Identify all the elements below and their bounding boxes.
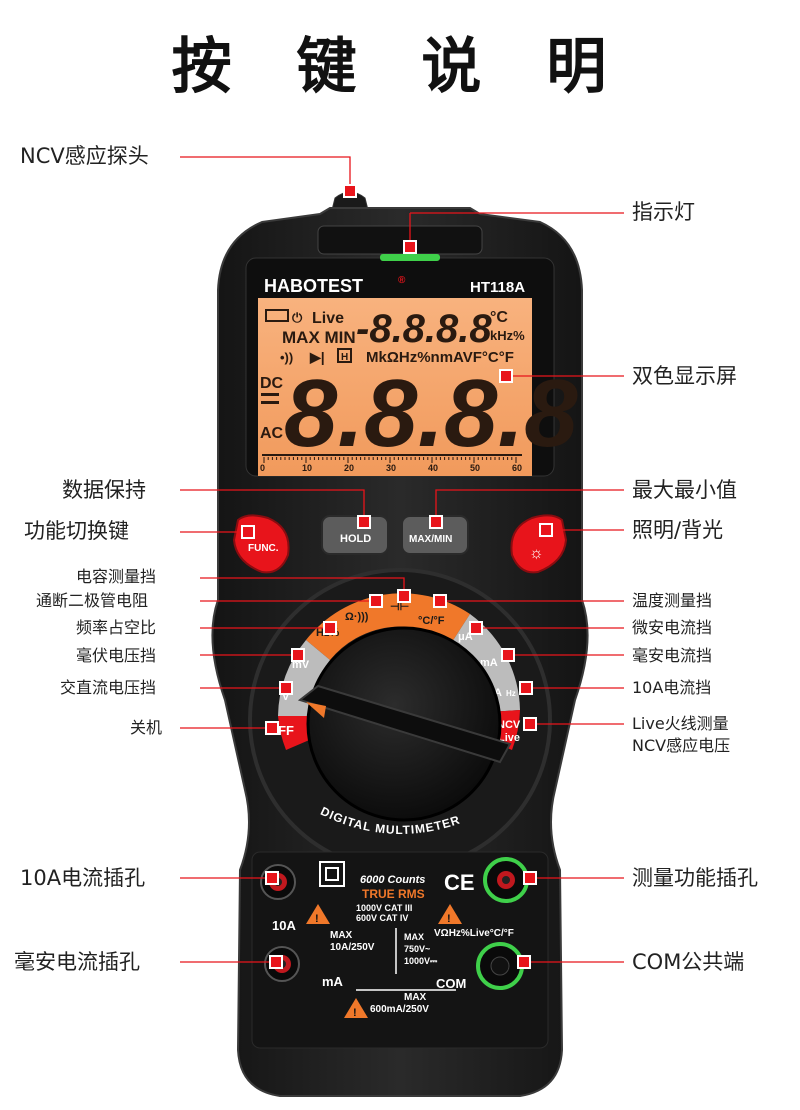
dial-v: V	[282, 691, 290, 703]
label-jack-measure: 测量功能插孔	[632, 866, 758, 890]
dial-temp: °C/°F	[418, 615, 445, 627]
lcd-display	[258, 298, 532, 476]
counts-label: 6000 Counts	[360, 874, 425, 886]
label-continuity-diode: 通断二极管电阻	[36, 591, 149, 610]
warning-glyph-3: !	[353, 1007, 357, 1019]
label-max-min: 最大最小值	[632, 478, 737, 502]
lcd-scale-label: 0	[260, 463, 265, 473]
lcd-scale-label: 10	[302, 463, 312, 473]
jack-com-label: COM	[436, 976, 466, 991]
model-label: HT118A	[470, 279, 525, 296]
page-title: 按 键 说 明	[171, 32, 629, 102]
hold-icon: H	[341, 352, 348, 363]
warning-glyph-2: !	[447, 913, 451, 925]
func-button-label: FUNC.	[248, 543, 279, 554]
label-live-line2: NCV感应电压	[632, 736, 731, 755]
v-max-line3: 1000V⎓	[404, 956, 438, 966]
v-max-line1: MAX	[404, 932, 424, 942]
callout-markers	[241, 184, 553, 969]
ce-mark: CE	[444, 870, 475, 895]
jack-ma-label: mA	[322, 974, 344, 989]
fuse-ma-line2: 600mA/250V	[370, 1004, 429, 1015]
label-func-switch: 功能切换键	[24, 519, 129, 543]
dial-ohm: Ω·)))	[345, 611, 369, 623]
v-max-line2: 750V~	[404, 944, 430, 954]
indicator-light	[380, 254, 440, 261]
lcd-big-digits: 8.8.8.8	[284, 360, 578, 467]
lcd-scale-label: 20	[344, 463, 354, 473]
dial-a: A	[494, 687, 502, 699]
v-functions: VΩHz%Live°C/°F	[434, 928, 514, 939]
label-acdc-voltage: 交直流电压挡	[60, 678, 157, 697]
lcd-unit-c: °C	[490, 309, 508, 326]
lcd-live: Live	[312, 310, 344, 327]
label-jack-com: COM公共端	[632, 950, 745, 974]
lcd-dc: DC	[260, 375, 284, 392]
label-jack-ma: 毫安电流插孔	[14, 950, 140, 974]
label-millivolt: 毫伏电压挡	[76, 646, 157, 665]
warning-icon-3	[344, 998, 368, 1018]
jack-10a-label: 10A	[272, 918, 296, 933]
label-milliamp: 毫安电流挡	[632, 646, 713, 665]
fuse-10a-line1: MAX	[330, 930, 353, 941]
lcd-scale-label: 30	[386, 463, 396, 473]
lcd-small-digits: -8.8.8.8	[356, 307, 492, 351]
pointer-lines	[180, 156, 624, 963]
label-capacitance: 电容测量挡	[76, 567, 157, 586]
dial-cap: ⊣⊢	[390, 600, 409, 613]
hold-button[interactable]	[321, 515, 389, 555]
true-rms-label: TRUE RMS	[362, 887, 425, 901]
power-icon: ⏻	[292, 310, 303, 325]
diode-icon: ▶|	[309, 349, 325, 365]
sound-icon: •))	[280, 350, 293, 365]
knob-pointer	[306, 702, 326, 718]
lcd-scale: 0 10 20 30 40 50 60	[260, 457, 522, 473]
label-jack-10a: 10A电流插孔	[20, 866, 146, 890]
label-indicator: 指示灯	[632, 200, 695, 224]
lcd-scale-label: 40	[428, 463, 438, 473]
brand-registered: ®	[398, 275, 406, 286]
label-temperature: 温度测量挡	[632, 591, 713, 610]
fuse-ma-line1: MAX	[404, 992, 427, 1003]
fuse-10a-line2: 10A/250V	[330, 942, 375, 953]
lcd-scale-label: 60	[512, 463, 522, 473]
lcd-unit-khz: kHz%	[490, 328, 525, 343]
brand-label: HABOTEST	[264, 276, 363, 296]
label-freq-duty: 频率占空比	[76, 618, 157, 637]
label-off: 关机	[130, 718, 163, 737]
label-microamp: 微安电流挡	[632, 618, 713, 637]
jack-com[interactable]	[476, 942, 524, 990]
warning-icon-1	[306, 904, 330, 924]
dial-hz-small: Hz	[506, 689, 516, 698]
label-live-line1: Live火线测量	[632, 714, 729, 733]
dial-ncv: NCV	[497, 719, 521, 731]
cat-line2: 600V CAT IV	[356, 913, 408, 923]
dial-ma: mA	[480, 657, 498, 669]
warning-icon-2	[438, 904, 462, 924]
label-data-hold: 数据保持	[62, 478, 146, 502]
cat-line1: 1000V CAT III	[356, 903, 412, 913]
lcd-unit-row: MkΩHz%nmAVF°C°F	[366, 349, 514, 366]
warning-glyph-1: !	[315, 913, 319, 925]
light-icon: ☼	[529, 545, 544, 562]
maxmin-button-label: MAX/MIN	[409, 534, 452, 545]
label-ncv-probe: NCV感应探头	[20, 144, 149, 168]
label-backlight: 照明/背光	[632, 518, 724, 542]
battery-icon	[265, 309, 289, 322]
jack-measure[interactable]	[483, 857, 529, 903]
label-display: 双色显示屏	[632, 364, 737, 388]
hold-button-label: HOLD	[340, 533, 371, 545]
lcd-ac: AC	[260, 425, 284, 442]
label-tenamp: 10A电流挡	[632, 678, 712, 697]
lcd-scale-label: 50	[470, 463, 480, 473]
lcd-maxmin: MAX MIN	[282, 328, 356, 347]
